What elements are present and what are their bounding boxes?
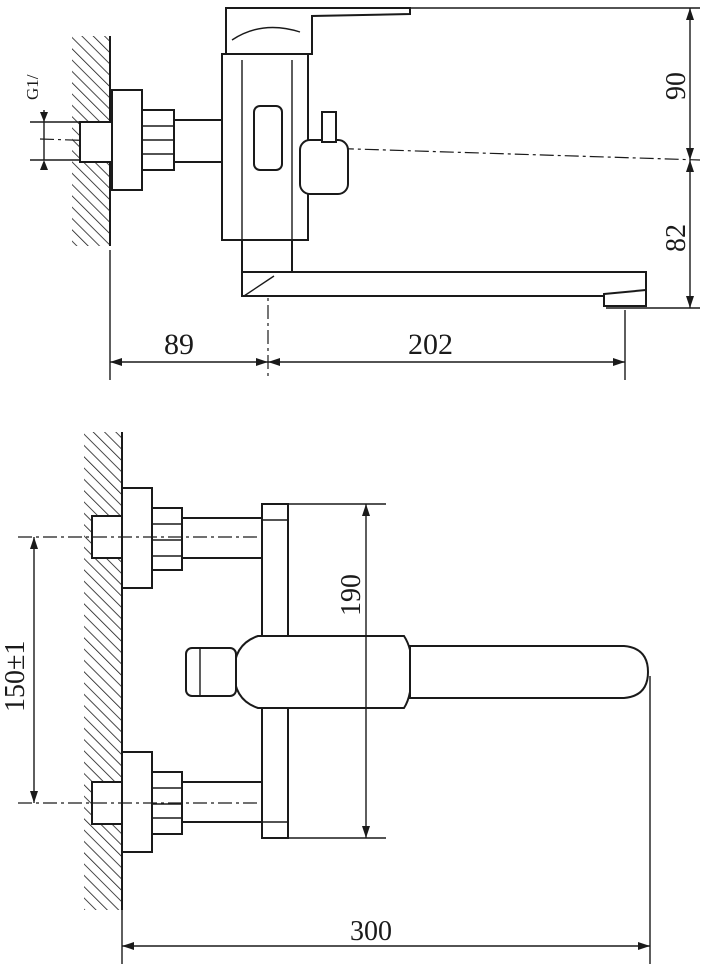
flange bbox=[111, 89, 143, 191]
upper-eccentric bbox=[181, 517, 263, 559]
lower-flange bbox=[121, 751, 153, 853]
spout-aerator bbox=[603, 288, 647, 307]
front-view: 150±1 190 300 bbox=[0, 432, 651, 964]
dim-height-lower: 82 bbox=[661, 224, 692, 252]
upper-flange bbox=[121, 487, 153, 589]
diverter-stem bbox=[321, 111, 337, 143]
dim-axis-to-spout: 202 bbox=[408, 328, 453, 361]
wall-pipe bbox=[79, 121, 115, 163]
mixer-handle bbox=[225, 7, 411, 55]
dim-wall-to-axis: 89 bbox=[164, 328, 194, 361]
diverter-knob-front bbox=[185, 647, 237, 697]
upper-hex-nut bbox=[151, 507, 183, 571]
dim-inlet-spacing: 150±1 bbox=[0, 641, 31, 712]
dim-total-reach: 300 bbox=[350, 916, 392, 947]
wall-hatch-front bbox=[84, 432, 122, 910]
inlet-connector bbox=[253, 105, 283, 171]
spout-arm bbox=[409, 645, 650, 699]
diverter-knob bbox=[299, 139, 349, 195]
dim-height-upper: 90 bbox=[661, 72, 692, 100]
spout bbox=[241, 271, 647, 297]
dim-body-height: 190 bbox=[336, 574, 367, 616]
spout-neck bbox=[241, 239, 293, 273]
thread-label: G1/ bbox=[23, 74, 42, 100]
spout-body bbox=[232, 635, 414, 709]
lower-eccentric bbox=[181, 781, 263, 823]
top-view: G1/ 90 82 89 202 bbox=[23, 7, 701, 380]
